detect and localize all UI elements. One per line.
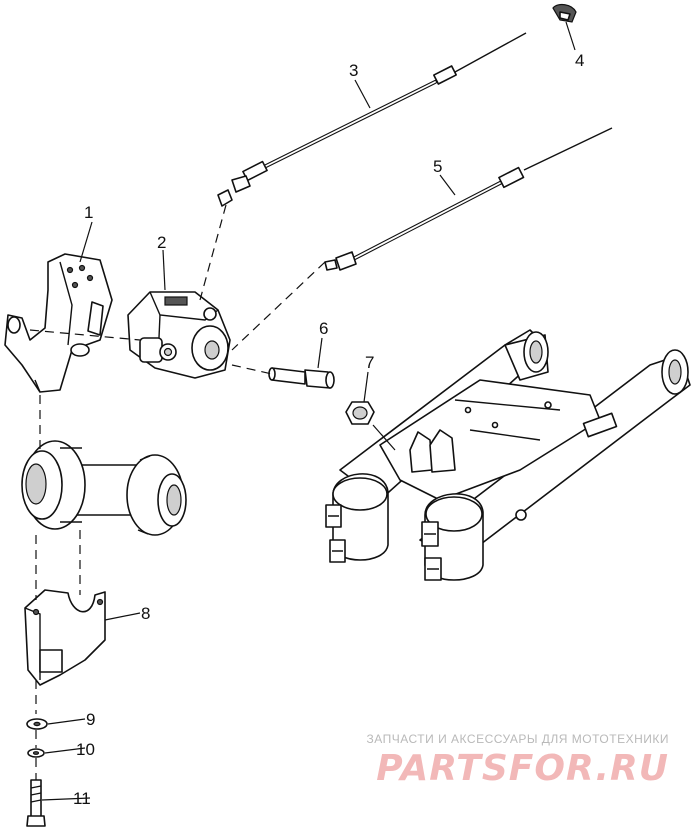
watermark-tagline: ЗАПЧАСТИ И АКСЕССУАРЫ ДЛЯ МОТОТЕХНИКИ: [366, 732, 669, 746]
watermark-logo: PARTSFOR.RU: [376, 748, 669, 789]
brake-cable-upper: [217, 32, 527, 207]
callout-10: 10: [76, 740, 95, 759]
bolt: [26, 779, 46, 827]
callout-6: 6: [319, 319, 328, 338]
callout-9: 9: [86, 710, 95, 729]
callout-5: 5: [433, 157, 442, 176]
bearing-housing: [21, 440, 187, 536]
washer-large: [26, 718, 48, 730]
callout-7: 7: [365, 353, 374, 372]
watermark: ЗАПЧАСТИ И АКСЕССУАРЫ ДЛЯ МОТОТЕХНИКИ PA…: [367, 732, 669, 789]
assembly-lines: [29, 204, 326, 780]
nut: [345, 401, 375, 425]
caliper-bracket: [4, 253, 113, 393]
lower-bracket: [24, 589, 106, 686]
callout-11: 11: [73, 789, 91, 808]
leader-lines: [41, 21, 576, 801]
callout-8: 8: [141, 604, 150, 623]
brake-cable-lower: [324, 127, 613, 271]
callout-labels: 1 2 3 4 5 6 7 8 9 10 11: [73, 51, 584, 808]
callout-2: 2: [157, 233, 166, 252]
brake-caliper: [127, 291, 231, 379]
callout-4: 4: [575, 51, 584, 70]
callout-1: 1: [84, 203, 93, 222]
cable-clip: [552, 3, 577, 23]
swingarm: [325, 329, 691, 581]
callout-3: 3: [349, 61, 358, 80]
washer-small: [27, 748, 45, 758]
caliper-pin: [268, 367, 335, 389]
